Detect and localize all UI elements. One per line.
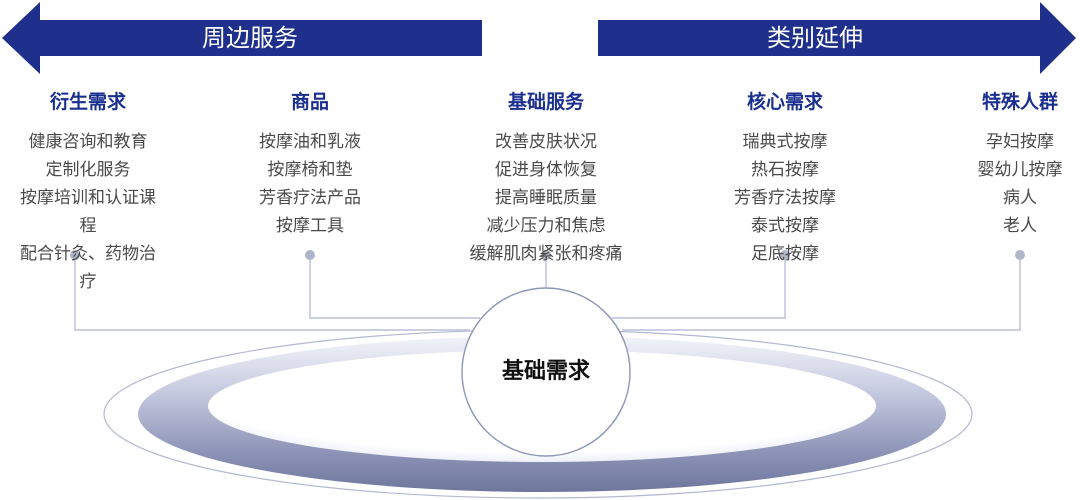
column-title: 核心需求 — [746, 91, 823, 113]
dot-col-0 — [70, 250, 80, 260]
list-item: 泰式按摩 — [751, 216, 819, 236]
column-items: 瑞典式按摩 热石按摩 芳香疗法按摩 泰式按摩 足底按摩 — [705, 128, 865, 268]
list-item: 疗 — [79, 272, 97, 292]
list-item: 芳香疗法产品 — [259, 188, 361, 208]
column-items: 按摩油和乳液 按摩椅和垫 芳香疗法产品 按摩工具 — [230, 128, 390, 240]
list-item: 提高睡眠质量 — [495, 188, 597, 208]
column-products: 商品 按摩油和乳液 按摩椅和垫 芳香疗法产品 按摩工具 — [230, 88, 390, 240]
dot-col-2 — [541, 250, 551, 260]
list-item: 婴幼儿按摩 — [977, 160, 1063, 180]
list-item: 按摩工具 — [276, 216, 344, 236]
left-arrow-label: 周边服务 — [202, 24, 298, 52]
connector-dots — [70, 250, 1025, 260]
list-item: 配合针灸、药物治 — [20, 244, 156, 264]
list-item: 健康咨询和教育 — [28, 132, 148, 152]
column-items: 改善皮肤状况 促进身体恢复 提高睡眠质量 减少压力和焦虑 缓解肌肉紧张和疼痛 — [455, 128, 637, 268]
column-core-needs: 核心需求 瑞典式按摩 热石按摩 芳香疗法按摩 泰式按摩 足底按摩 — [705, 88, 865, 268]
list-item: 足底按摩 — [751, 244, 819, 264]
column-items: 孕妇按摩 婴幼儿按摩 病人 老人 — [940, 128, 1080, 240]
center-label: 基础需求 — [501, 359, 590, 384]
dot-col-1 — [305, 250, 315, 260]
list-item: 孕妇按摩 — [986, 132, 1054, 152]
connector-col-1 — [309, 255, 480, 319]
list-item: 按摩椅和垫 — [267, 160, 353, 180]
list-item: 瑞典式按摩 — [742, 132, 828, 152]
connector-col-3 — [612, 255, 786, 319]
list-item: 程 — [79, 216, 97, 236]
list-item: 改善皮肤状况 — [495, 132, 597, 152]
list-item: 按摩油和乳液 — [259, 132, 361, 152]
list-item: 病人 — [1003, 188, 1037, 208]
list-item: 芳香疗法按摩 — [734, 188, 836, 208]
connector-col-0 — [74, 255, 470, 331]
list-item: 热石按摩 — [751, 160, 819, 180]
list-item: 老人 — [1003, 216, 1037, 236]
column-special-groups: 特殊人群 孕妇按摩 婴幼儿按摩 病人 老人 — [940, 88, 1080, 240]
center-circle — [461, 287, 631, 457]
list-item: 减少压力和焦虑 — [486, 216, 606, 236]
dot-col-3 — [780, 250, 790, 260]
column-title: 商品 — [290, 91, 329, 113]
left-arrow-shape — [2, 2, 482, 74]
column-title: 基础服务 — [507, 91, 584, 113]
column-derived-needs: 衍生需求 健康咨询和教育 定制化服务 按摩培训和认证课 程 配合针灸、药物治 疗 — [10, 88, 166, 296]
column-basic-services: 基础服务 改善皮肤状况 促进身体恢复 提高睡眠质量 减少压力和焦虑 缓解肌肉紧张… — [455, 88, 637, 268]
right-arrow-shape — [598, 2, 1076, 74]
column-items: 健康咨询和教育 定制化服务 按摩培训和认证课 程 配合针灸、药物治 疗 — [10, 128, 166, 296]
list-item: 按摩培训和认证课 — [20, 188, 156, 208]
connector-col-4 — [622, 255, 1021, 331]
column-title: 衍生需求 — [49, 91, 126, 113]
list-item: 定制化服务 — [45, 160, 131, 180]
list-item: 促进身体恢复 — [495, 160, 597, 180]
dot-col-4 — [1015, 250, 1025, 260]
right-arrow-label: 类别延伸 — [767, 24, 863, 52]
list-item: 缓解肌肉紧张和疼痛 — [469, 244, 623, 264]
connector-lines — [74, 255, 1021, 331]
column-title: 特殊人群 — [981, 91, 1058, 113]
